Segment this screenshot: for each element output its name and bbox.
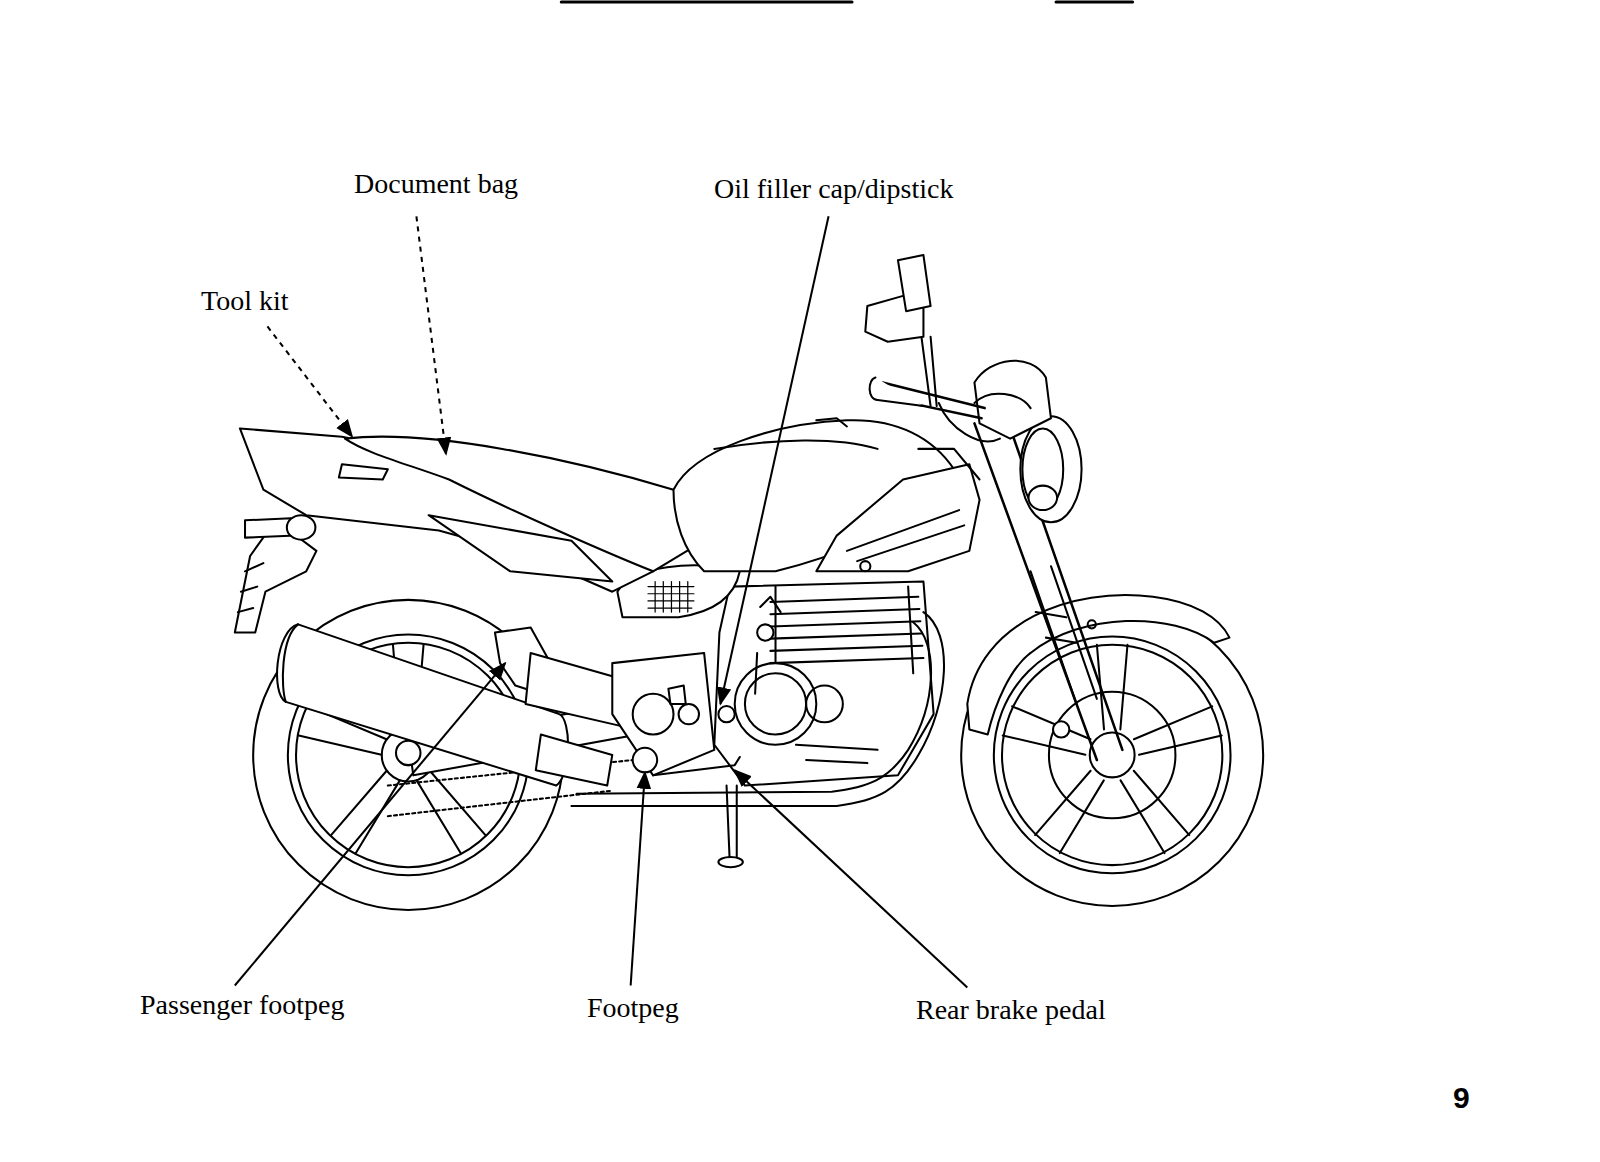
part-label: Tool kit: [201, 286, 289, 317]
part-label: Oil filler cap/dipstick: [714, 174, 954, 205]
part-label: Footpeg: [587, 993, 679, 1024]
page-number: 9: [1453, 1081, 1470, 1114]
part-label: Document bag: [354, 169, 518, 200]
part-label: Rear brake pedal: [916, 995, 1106, 1026]
engine: [714, 582, 933, 786]
leader-lines: [235, 216, 967, 987]
part-label: Passenger footpeg: [140, 990, 345, 1021]
